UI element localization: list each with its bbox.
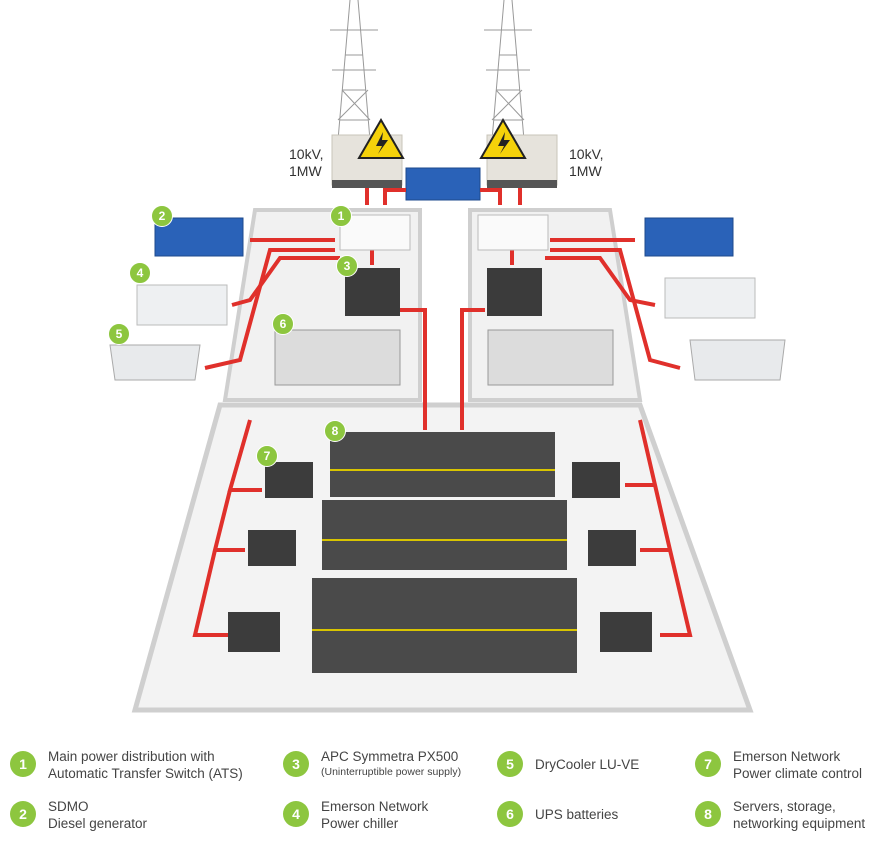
map-badge-4: 4 [129, 262, 151, 284]
power-lines [192, 188, 693, 637]
legend-text: DryCooler LU-VE [535, 757, 640, 772]
high-voltage-warning-icon [479, 118, 527, 159]
chiller-right [664, 277, 756, 319]
legend-badge: 4 [283, 801, 309, 827]
chiller-left [136, 284, 228, 326]
legend-text: APC Symmetra PX500 [321, 749, 459, 764]
legend-text: Servers, storage, [733, 799, 836, 814]
map-badge-6: 6 [272, 313, 294, 335]
supply-voltage: 10kV, [569, 146, 604, 162]
legend-text: UPS batteries [535, 807, 619, 822]
supply-label-right: 10kV, 1MW [569, 146, 604, 180]
legend-text: Emerson Network [733, 749, 841, 764]
legend-item: 6 UPS batteries [497, 798, 618, 827]
legend-text: Power climate control [733, 766, 863, 781]
map-badge-7: 7 [256, 445, 278, 467]
legend-item: 8 Servers, storage, networking equipment [695, 798, 865, 832]
map-badge-1: 1 [330, 205, 352, 227]
ats-left [339, 214, 411, 251]
ups-left [345, 268, 400, 316]
legend-item: 2 SDMO Diesel generator [10, 798, 147, 832]
climate-control-units [228, 462, 652, 652]
data-center-illustration [109, 0, 786, 713]
legend-text: Automatic Transfer Switch (ATS) [48, 766, 243, 781]
legend-badge: 7 [695, 751, 721, 777]
legend-badge: 3 [283, 751, 309, 777]
legend-text: Emerson Network [321, 799, 429, 814]
legend-text: networking equipment [733, 816, 866, 831]
server-racks [312, 432, 577, 673]
legend-text: (Uninterruptible power supply) [321, 766, 462, 778]
map-badge-2: 2 [151, 205, 173, 227]
diesel-generator-left [154, 217, 244, 257]
ups-batteries-right [487, 329, 614, 386]
legend-text: SDMO [48, 799, 89, 814]
map-badge-8: 8 [324, 420, 346, 442]
legend-text: Power chiller [321, 816, 399, 831]
diesel-generator-center [405, 167, 481, 201]
ups-batteries-left [274, 329, 401, 386]
supply-power: 1MW [569, 163, 602, 179]
legend-badge: 1 [10, 751, 36, 777]
ups-right [487, 268, 542, 316]
map-badge-3: 3 [336, 255, 358, 277]
legend-text: Main power distribution with [48, 749, 215, 764]
diesel-generator-right [644, 217, 734, 257]
drycooler-left [109, 344, 201, 381]
high-voltage-warning-icon [357, 118, 405, 159]
supply-voltage: 10kV, [289, 146, 324, 162]
legend-badge: 2 [10, 801, 36, 827]
legend-badge: 8 [695, 801, 721, 827]
legend-item: 5 DryCooler LU-VE [497, 748, 639, 777]
legend-text: Diesel generator [48, 816, 148, 831]
map-badge-5: 5 [108, 323, 130, 345]
transmission-tower-icon [330, 0, 378, 141]
supply-label-left: 10kV, 1MW [289, 146, 324, 180]
transmission-tower-icon [484, 0, 532, 141]
ats-right [477, 214, 549, 251]
legend-badge: 6 [497, 801, 523, 827]
drycooler-right [689, 339, 786, 381]
supply-power: 1MW [289, 163, 322, 179]
legend-item: 3 APC Symmetra PX500 (Uninterruptible pow… [283, 748, 461, 779]
legend-badge: 5 [497, 751, 523, 777]
